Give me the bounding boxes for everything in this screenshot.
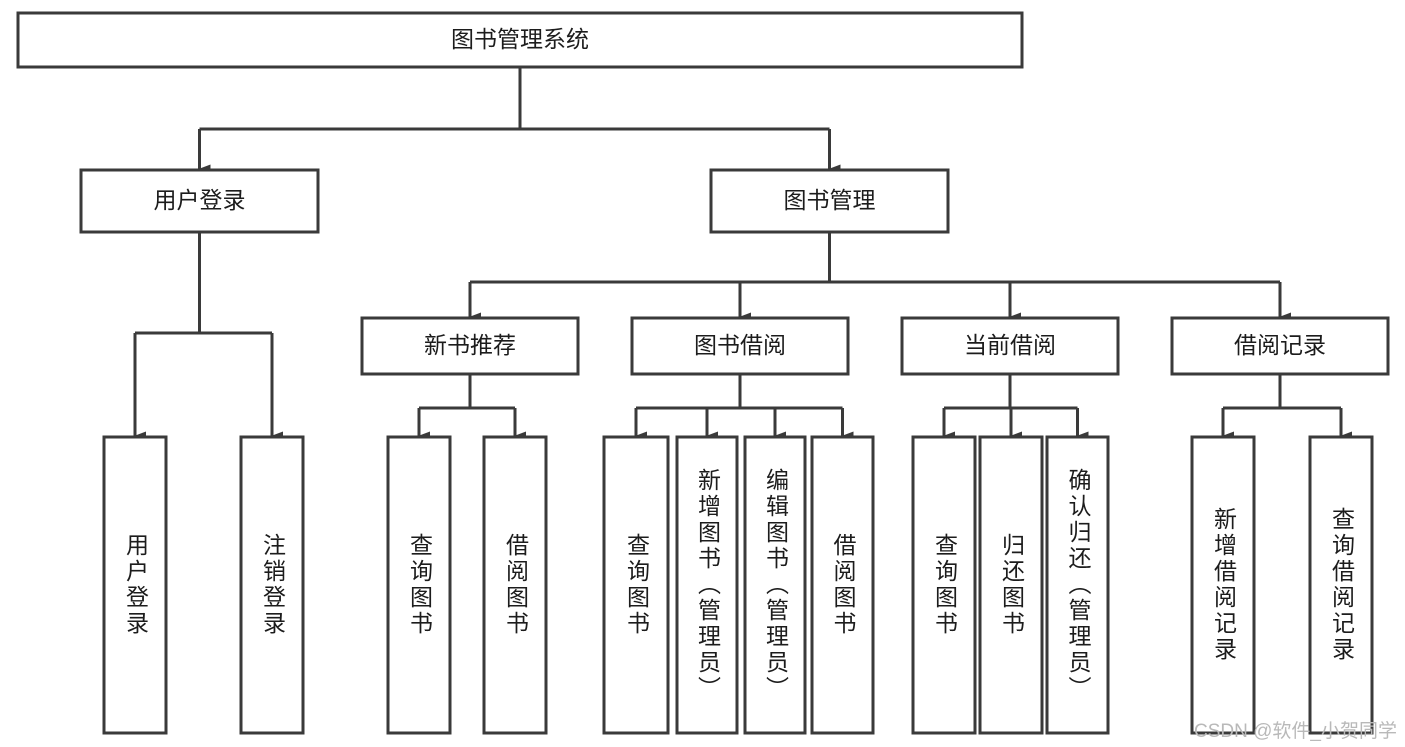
- node-box-leaf-add-book[interactable]: [675, 435, 739, 735]
- node-box-user-login[interactable]: [79, 168, 320, 234]
- node-box-leaf-add-record[interactable]: [1190, 435, 1256, 735]
- node-label-root: 图书管理系统: [451, 26, 589, 52]
- node-label-borrow-record: 借阅记录: [1234, 332, 1326, 358]
- boxes-layer: [16, 11, 1390, 735]
- node-box-root[interactable]: [16, 11, 1024, 69]
- node-box-leaf-edit-book[interactable]: [743, 435, 807, 735]
- node-box-leaf-query-book-2[interactable]: [602, 435, 670, 735]
- node-label-new-book-rec: 新书推荐: [424, 332, 516, 358]
- node-box-borrow-record[interactable]: [1170, 316, 1390, 376]
- node-box-leaf-borrow-book-2[interactable]: [810, 435, 875, 735]
- node-box-leaf-query-book-1[interactable]: [386, 435, 452, 735]
- node-box-leaf-query-book-3[interactable]: [911, 435, 977, 735]
- node-box-book-borrow[interactable]: [630, 316, 850, 376]
- watermark-text: CSDN @软件_小贺同学: [1194, 721, 1397, 742]
- node-box-leaf-user-login[interactable]: [102, 435, 168, 735]
- node-label-book-mgmt: 图书管理: [784, 187, 876, 213]
- node-box-leaf-return-book[interactable]: [978, 435, 1044, 735]
- node-box-new-book-rec[interactable]: [360, 316, 580, 376]
- node-label-book-borrow: 图书借阅: [694, 332, 786, 358]
- node-label-user-login: 用户登录: [154, 187, 246, 213]
- node-box-leaf-confirm-return[interactable]: [1045, 435, 1110, 735]
- node-label-current-borrow: 当前借阅: [964, 332, 1056, 358]
- edges-layer: [133, 67, 1352, 441]
- node-box-leaf-borrow-book-1[interactable]: [482, 435, 548, 735]
- node-box-leaf-logout[interactable]: [239, 435, 305, 735]
- node-box-current-borrow[interactable]: [900, 316, 1120, 376]
- node-box-book-mgmt[interactable]: [709, 168, 950, 234]
- node-box-leaf-query-record[interactable]: [1308, 435, 1374, 735]
